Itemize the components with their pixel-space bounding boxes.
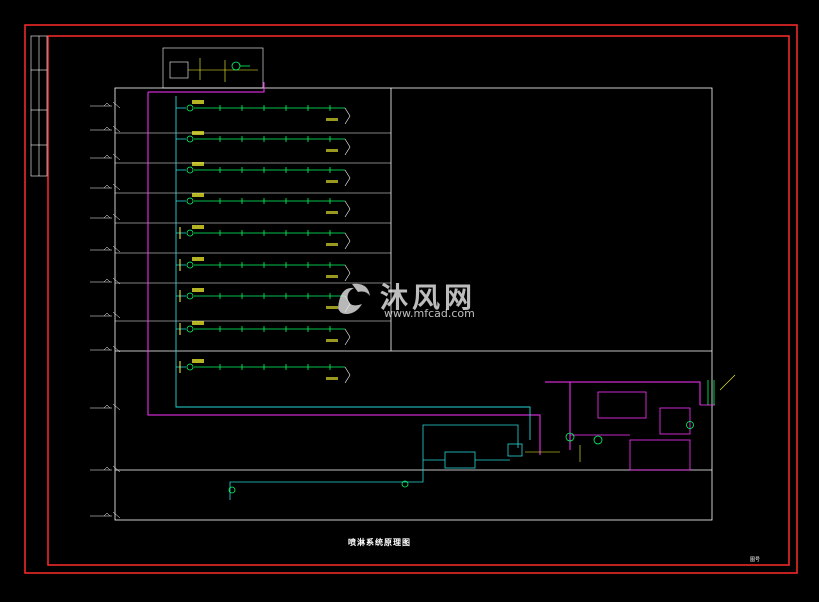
floor-branch — [176, 225, 351, 250]
pump-room — [422, 424, 523, 469]
elevation-mark — [90, 277, 121, 285]
elevation-mark — [90, 311, 121, 319]
inner-frame — [47, 35, 790, 566]
elevation-mark — [90, 213, 121, 221]
valve-icon — [186, 292, 194, 300]
elevation-mark — [90, 245, 121, 253]
elevation-mark — [90, 183, 121, 191]
watermark-brand: 沐风网 — [380, 281, 477, 314]
sprinkler-branches — [176, 100, 351, 384]
elevation-mark — [90, 125, 121, 133]
elevation-mark — [90, 101, 121, 109]
elevation-mark — [90, 153, 121, 161]
valve-icon — [186, 166, 194, 174]
floor-branch — [176, 321, 351, 346]
watermark: 沐风网 www.mfcad.com — [332, 276, 492, 322]
outer-frame — [24, 24, 798, 574]
valve-icon — [186, 261, 194, 269]
floor-branch — [176, 288, 351, 313]
floor-branch — [176, 131, 351, 156]
valve-icon — [186, 135, 194, 143]
mfcad-logo-icon — [338, 283, 370, 314]
roof-tank-piping — [188, 58, 258, 82]
sheet-label: 图号 — [750, 557, 761, 563]
basement-branch — [229, 460, 424, 500]
roof-tank-box — [162, 47, 264, 89]
elevation-mark — [90, 403, 121, 411]
valve-icon — [186, 197, 194, 205]
floor-branch — [176, 100, 351, 125]
valve-icon — [186, 363, 194, 371]
elevation-marks — [90, 101, 121, 519]
magenta-riser — [147, 82, 701, 455]
drawing-title: 喷淋系统原理图 — [348, 538, 411, 547]
floor-branch — [176, 193, 351, 218]
cyan-riser — [175, 96, 531, 440]
elevation-mark — [90, 465, 121, 473]
elevation-mark — [90, 345, 121, 353]
floor-branch — [176, 359, 351, 384]
floor-branch — [176, 257, 351, 282]
left-title-strip — [30, 35, 48, 177]
floor-branch — [176, 162, 351, 187]
watermark-url: www.mfcad.com — [384, 307, 475, 320]
building-outline — [114, 87, 713, 521]
valve-icon — [186, 229, 194, 237]
valve-icon — [186, 325, 194, 333]
valve-icon — [186, 104, 194, 112]
floor-lines — [115, 132, 391, 322]
elevation-mark — [90, 511, 121, 519]
